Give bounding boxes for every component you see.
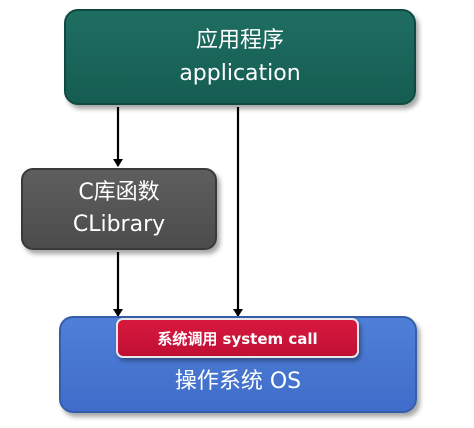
clibrary-title: C库函数 xyxy=(78,180,160,205)
application-node: 应用程序 application xyxy=(64,9,416,105)
application-subtitle: application xyxy=(179,61,301,86)
os-label: 操作系统 OS xyxy=(174,369,302,394)
clibrary-node: C库函数 CLibrary xyxy=(21,168,217,250)
syscall-label: 系统调用 system call xyxy=(157,329,318,348)
syscall-node: 系统调用 system call xyxy=(116,318,359,358)
application-title: 应用程序 xyxy=(195,28,284,53)
clibrary-subtitle: CLibrary xyxy=(72,212,166,237)
